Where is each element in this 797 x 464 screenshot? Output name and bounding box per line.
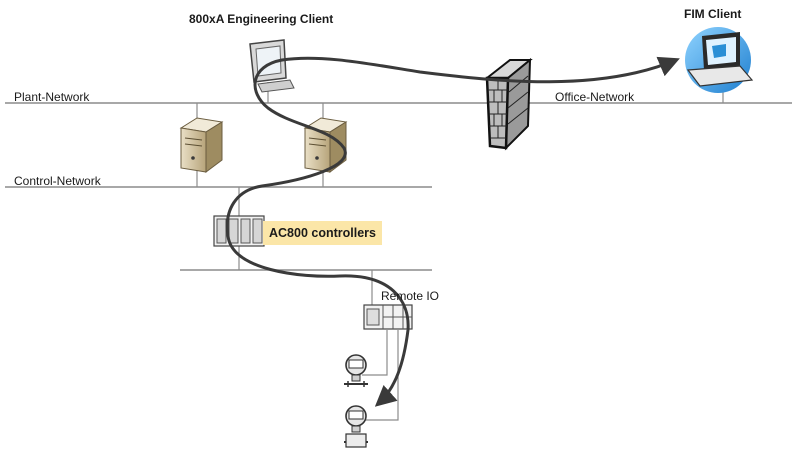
engineering-client-label: 800xA Engineering Client: [189, 12, 334, 26]
laptop-icon: [685, 27, 754, 93]
fim-client-label: FIM Client: [684, 7, 742, 21]
controllers-label: AC800 controllers: [263, 221, 382, 245]
firewall-icon: [484, 57, 533, 151]
server-icon: [179, 117, 224, 173]
field-transmitter-icon: [344, 405, 368, 448]
plant-network-label: Plant-Network: [14, 90, 90, 104]
access-path: [225, 56, 680, 407]
network-drops: [196, 82, 724, 421]
office-network-label: Office-Network: [555, 90, 635, 104]
field-transmitter-icon: [344, 354, 368, 387]
remote-io-label: Remote IO: [381, 289, 440, 303]
control-network-label: Control-Network: [14, 174, 101, 188]
controller-rack-icon: [213, 215, 265, 247]
engineering-workstation-icon: [249, 39, 295, 93]
